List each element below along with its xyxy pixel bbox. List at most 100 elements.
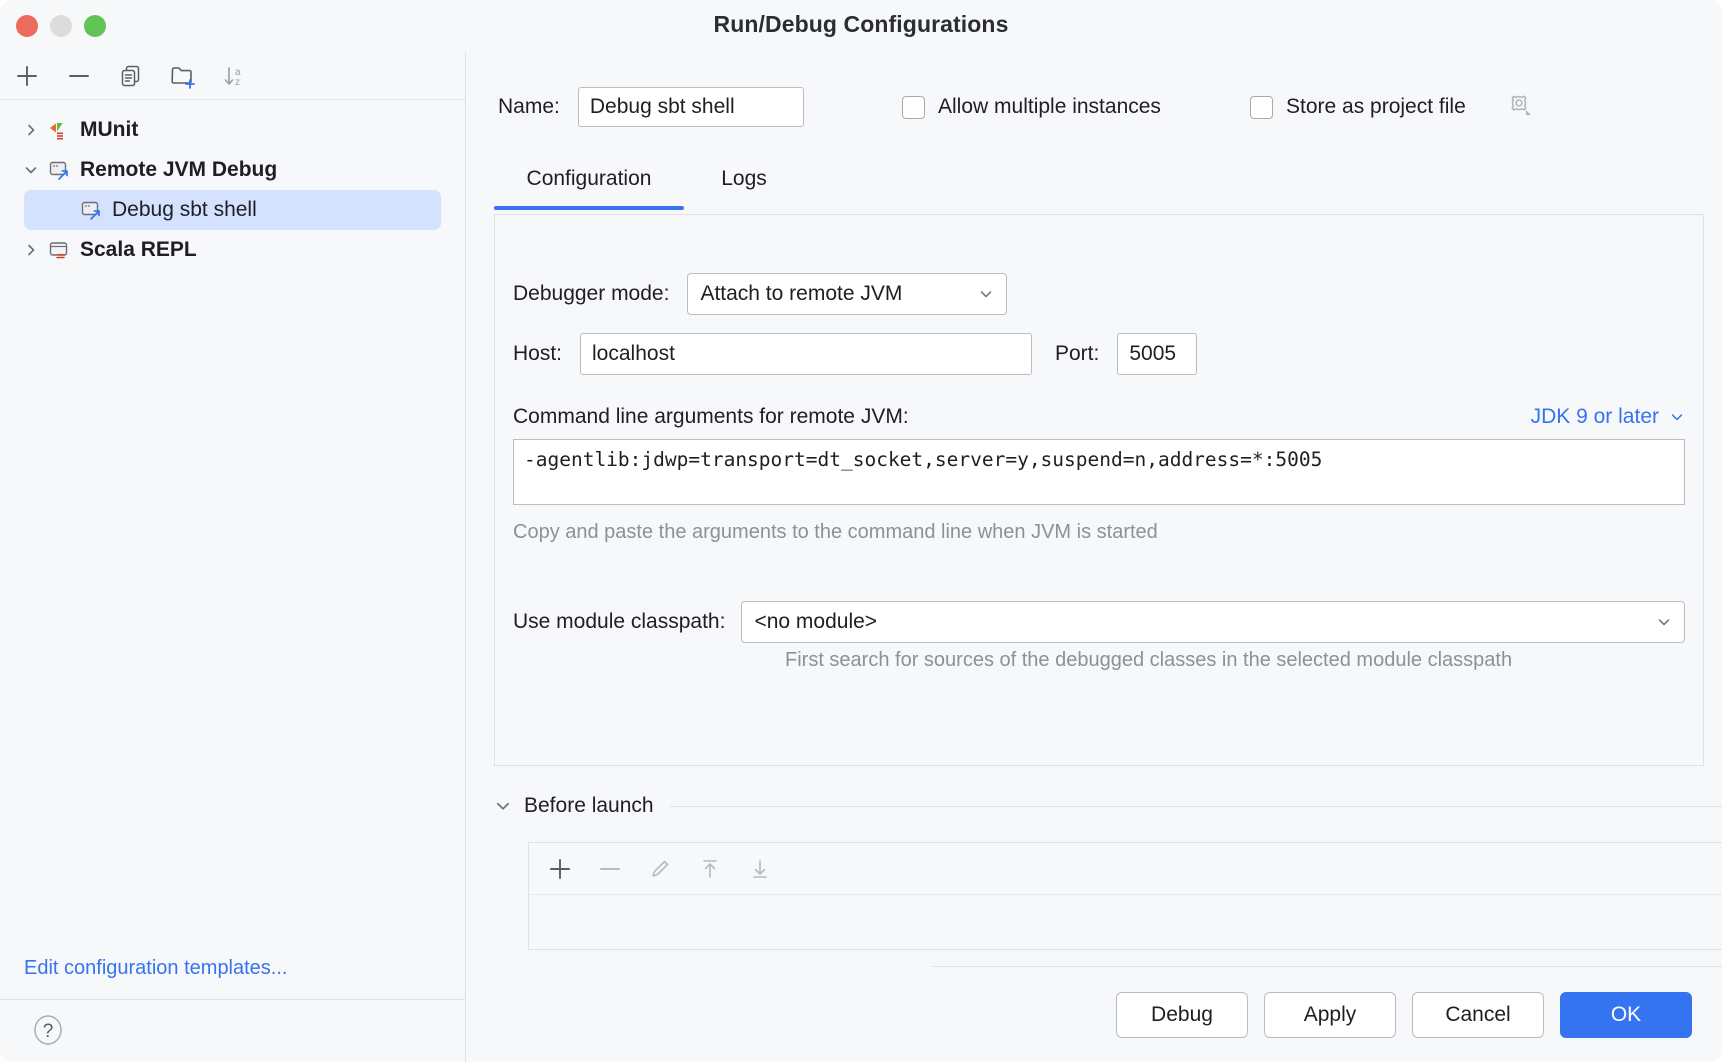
gear-icon — [1511, 95, 1531, 115]
arrow-down-icon — [753, 859, 767, 878]
edit-task-button — [643, 852, 677, 886]
remove-configuration-button[interactable] — [62, 59, 96, 93]
tab-configuration[interactable]: Configuration — [526, 167, 652, 190]
title-bar: Run/Debug Configurations — [0, 0, 1722, 52]
chevron-right-icon[interactable] — [18, 122, 44, 138]
allow-multiple-instances-checkbox[interactable]: Allow multiple instances — [902, 95, 1161, 119]
module-classpath-dropdown[interactable]: <no module> — [741, 601, 1685, 643]
zoom-button[interactable] — [84, 15, 106, 37]
name-row: Name: Debug sbt shell Allow multiple ins… — [498, 86, 1704, 128]
sidebar-footer-divider — [0, 999, 465, 1000]
jdk-version-selector[interactable]: JDK 9 or later — [1531, 405, 1685, 429]
window-title: Run/Debug Configurations — [713, 11, 1009, 37]
help-question-icon: ? — [34, 1015, 62, 1045]
tree-item-label: Scala REPL — [80, 238, 197, 261]
folder-add-icon — [171, 66, 195, 89]
command-line-arguments-field[interactable]: -agentlib:jdwp=transport=dt_socket,serve… — [513, 439, 1685, 505]
port-input[interactable]: 5005 — [1117, 333, 1198, 375]
before-launch-task-panel — [528, 842, 1722, 950]
svg-text:z: z — [235, 77, 240, 88]
debugger-mode-dropdown[interactable]: Attach to remote JVM — [687, 273, 1008, 315]
svg-text:?: ? — [43, 1021, 54, 1042]
arrow-up-icon — [703, 859, 717, 878]
minus-icon — [600, 867, 620, 870]
add-task-button[interactable] — [543, 852, 577, 886]
store-as-project-file-label: Store as project file — [1286, 95, 1466, 118]
remote-jvm-debug-icon — [44, 158, 74, 182]
apply-button[interactable]: Apply — [1264, 991, 1396, 1038]
minus-icon — [69, 74, 89, 77]
command-line-arguments-label: Command line arguments for remote JVM: — [513, 405, 909, 428]
tree-item-scala-repl[interactable]: Scala REPL — [0, 230, 465, 270]
module-classpath-row: Use module classpath: <no module> — [513, 601, 1685, 643]
module-classpath-value: <no module> — [754, 610, 878, 633]
configurations-tree[interactable]: MUnit Remote JVM Debug — [0, 100, 465, 942]
dialog-footer: Debug Apply Cancel OK — [932, 966, 1722, 1062]
module-classpath-hint: First search for sources of the debugged… — [785, 649, 1513, 671]
configurations-sidebar: a z — [0, 52, 466, 1062]
store-as-project-file-checkbox[interactable]: Store as project file — [1250, 95, 1466, 119]
chevron-down-icon — [978, 286, 994, 302]
copy-icon — [121, 65, 140, 86]
checkbox-box[interactable] — [902, 95, 925, 119]
jdk-version-label: JDK 9 or later — [1530, 405, 1659, 428]
editor-tabs: Configuration Logs — [494, 150, 1704, 210]
configuration-editor: Name: Debug sbt shell Allow multiple ins… — [466, 52, 1722, 1062]
chevron-down-icon — [1656, 614, 1672, 630]
tree-item-label: MUnit — [80, 118, 139, 141]
add-configuration-button[interactable] — [10, 59, 44, 93]
debug-button[interactable]: Debug — [1116, 991, 1248, 1038]
pencil-icon — [652, 860, 669, 877]
debugger-mode-label: Debugger mode: — [513, 282, 670, 305]
before-launch-section-header[interactable]: Before launch — [494, 794, 1722, 818]
edit-configuration-templates-link[interactable]: Edit configuration templates... — [24, 957, 288, 979]
debugger-mode-row: Debugger mode: Attach to remote JVM — [513, 273, 1008, 315]
munit-icon — [44, 118, 74, 142]
svg-text:a: a — [235, 67, 241, 78]
cancel-button[interactable]: Cancel — [1412, 991, 1544, 1038]
move-down-button — [743, 852, 777, 886]
plus-icon — [17, 65, 37, 86]
remote-jvm-debug-icon — [76, 198, 106, 222]
sort-az-icon: a z — [224, 67, 241, 88]
checkbox-box[interactable] — [1250, 95, 1273, 119]
scala-repl-icon — [44, 238, 74, 262]
command-line-arguments-header: Command line arguments for remote JVM: J… — [513, 405, 1685, 429]
active-tab-indicator — [494, 206, 684, 210]
copy-configuration-button[interactable] — [114, 59, 148, 93]
chevron-down-icon — [1669, 409, 1685, 425]
sidebar-toolbar: a z — [0, 52, 465, 100]
close-button[interactable] — [16, 15, 38, 37]
chevron-right-icon[interactable] — [18, 242, 44, 258]
ok-button[interactable]: OK — [1560, 991, 1692, 1038]
remove-task-button — [593, 852, 627, 886]
window-controls — [16, 15, 106, 37]
sort-alphabetically-button[interactable]: a z — [218, 59, 252, 93]
store-as-project-file-settings-button[interactable] — [1504, 88, 1534, 123]
plus-icon — [550, 858, 570, 879]
tree-item-debug-sbt-shell[interactable]: Debug sbt shell — [24, 190, 441, 230]
tree-item-remote-jvm-debug[interactable]: Remote JVM Debug — [0, 150, 465, 190]
name-label: Name: — [498, 95, 560, 118]
help-button[interactable]: ? — [30, 1012, 66, 1048]
port-label: Port: — [1055, 342, 1100, 365]
tree-item-label: Debug sbt shell — [112, 198, 257, 221]
before-launch-toolbar — [529, 843, 1722, 895]
tree-item-label: Remote JVM Debug — [80, 158, 278, 181]
tree-item-munit[interactable]: MUnit — [0, 110, 465, 150]
tab-logs[interactable]: Logs — [721, 167, 767, 190]
before-launch-title: Before launch — [524, 794, 654, 817]
configuration-panel: Debugger mode: Attach to remote JVM Host… — [494, 214, 1704, 766]
port-row: Port: 5005 — [1055, 333, 1198, 375]
create-folder-button[interactable] — [166, 59, 200, 93]
name-input[interactable]: Debug sbt shell — [577, 87, 804, 127]
host-input[interactable]: localhost — [580, 333, 1033, 375]
minimize-button[interactable] — [50, 15, 72, 37]
module-classpath-label: Use module classpath: — [513, 610, 726, 633]
chevron-down-icon[interactable] — [494, 797, 512, 815]
host-row: Host: localhost — [513, 333, 1033, 375]
before-launch-rule — [669, 805, 1722, 807]
command-line-arguments-hint: Copy and paste the arguments to the comm… — [513, 521, 1158, 543]
chevron-down-icon[interactable] — [18, 162, 44, 178]
